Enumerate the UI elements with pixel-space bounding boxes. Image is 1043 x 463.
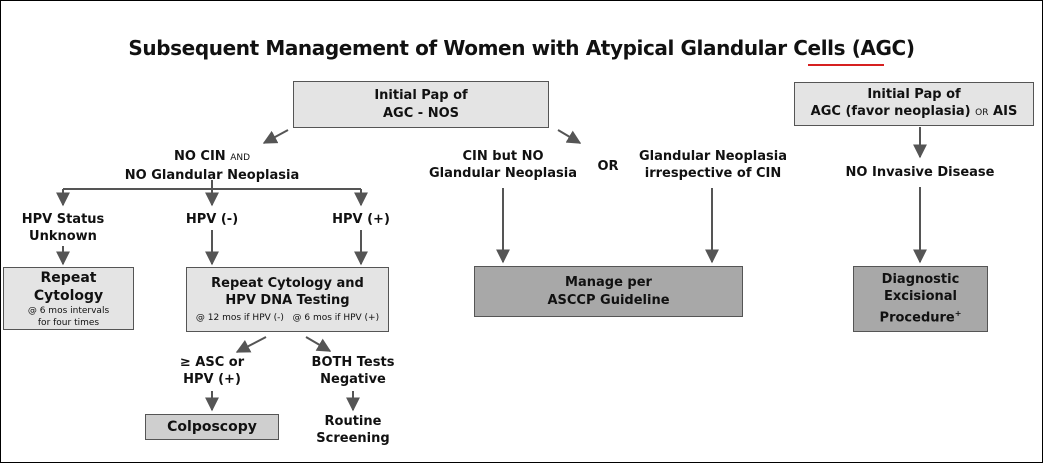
spellcheck-underline <box>808 64 884 66</box>
diagnostic-line3: Procedure <box>879 310 955 326</box>
arrow-initial-to-cin-or-glandular <box>557 129 582 144</box>
manage-line2: ASCCP Guideline <box>547 292 670 308</box>
title-abbreviation: (AGC) <box>851 36 915 60</box>
initial-agc-nos-line1: Initial Pap of <box>374 87 468 103</box>
arrow-repeat-to-asc <box>235 336 267 353</box>
hpv-unknown-line2: Unknown <box>29 229 97 244</box>
diagnostic-line2: Excisional <box>883 289 958 305</box>
node-no-invasive: NO Invasive Disease <box>845 165 995 180</box>
node-or: OR <box>597 159 619 174</box>
initial-favor-line2c: AIS <box>993 104 1018 119</box>
node-initial-agc-nos: Initial Pap of AGC - NOS <box>293 81 549 128</box>
asc-line1: ≥ ASC or <box>179 355 245 370</box>
diagnostic-line1: Diagnostic <box>881 272 960 288</box>
diagram-title: Subsequent Management of Women with Atyp… <box>0 36 1043 60</box>
node-manage-asccp: Manage per ASCCP Guideline <box>474 266 743 317</box>
routine-line2: Screening <box>316 431 390 446</box>
no-cin-line1a: NO CIN <box>173 149 226 164</box>
node-routine-screening: Routine Screening <box>303 413 403 447</box>
node-asc-or-hpv: ≥ ASC or HPV (+) <box>162 354 262 388</box>
arrow-initial-to-no-cin <box>262 129 289 144</box>
hpv-unknown-line1: HPV Status <box>21 212 105 227</box>
cin-no-glandular-line1: CIN but NO <box>462 149 544 164</box>
initial-favor-line1: Initial Pap of <box>867 87 961 102</box>
repeat-cytology-line1: @ 6 mos intervals <box>27 305 110 316</box>
initial-favor-line2a: AGC (favor neoplasia) <box>810 104 971 119</box>
repeat-dna-note2: @ 6 mos if HPV (+) <box>292 313 380 323</box>
arrow-repeat-to-both-neg <box>305 336 332 352</box>
diagnostic-footnote-mark: + <box>954 309 962 319</box>
both-negative-line2: Negative <box>320 372 386 387</box>
both-negative-line1: BOTH Tests <box>311 355 395 370</box>
repeat-cytology-line2: for four times <box>37 317 100 328</box>
repeat-dna-note1: @ 12 mos if HPV (-) <box>195 313 284 323</box>
node-hpv-pos: HPV (+) <box>332 212 390 227</box>
colposcopy-label: Colposcopy <box>167 419 257 435</box>
title-main: Subsequent Management of Women with Atyp… <box>128 36 846 60</box>
node-initial-agc-favor: Initial Pap of AGC (favor neoplasia) OR … <box>794 82 1034 126</box>
glandular-line1: Glandular Neoplasia <box>638 149 787 164</box>
no-cin-and: AND <box>230 153 251 163</box>
node-no-cin: NO CIN AND NO Glandular Neoplasia <box>112 148 312 184</box>
manage-line1: Manage per <box>565 274 652 290</box>
no-cin-line2: NO Glandular Neoplasia <box>124 168 300 183</box>
repeat-cytology-title: Repeat Cytology <box>33 269 104 304</box>
cin-no-glandular-line2: Glandular Neoplasia <box>428 166 577 181</box>
node-hpv-neg: HPV (-) <box>185 212 239 227</box>
node-glandular-neoplasia: Glandular Neoplasia irrespective of CIN <box>628 148 798 182</box>
node-both-negative: BOTH Tests Negative <box>303 354 403 388</box>
initial-favor-or: OR <box>975 108 989 118</box>
node-diagnostic-procedure: Diagnostic Excisional Procedure+ <box>853 266 988 332</box>
node-colposcopy: Colposcopy <box>145 414 279 440</box>
repeat-dna-line1: Repeat Cytology and <box>211 276 364 291</box>
repeat-dna-line2: HPV DNA Testing <box>225 293 350 308</box>
node-hpv-unknown: HPV Status Unknown <box>13 211 113 245</box>
node-cin-no-glandular: CIN but NO Glandular Neoplasia <box>423 148 583 182</box>
routine-line1: Routine <box>324 414 382 429</box>
node-repeat-cytology-dna: Repeat Cytology and HPV DNA Testing @ 12… <box>186 267 389 332</box>
initial-agc-nos-line2: AGC - NOS <box>382 105 459 121</box>
glandular-line2: irrespective of CIN <box>644 166 782 181</box>
asc-line2: HPV (+) <box>183 372 241 387</box>
node-repeat-cytology: Repeat Cytology @ 6 mos intervals for fo… <box>3 267 134 330</box>
